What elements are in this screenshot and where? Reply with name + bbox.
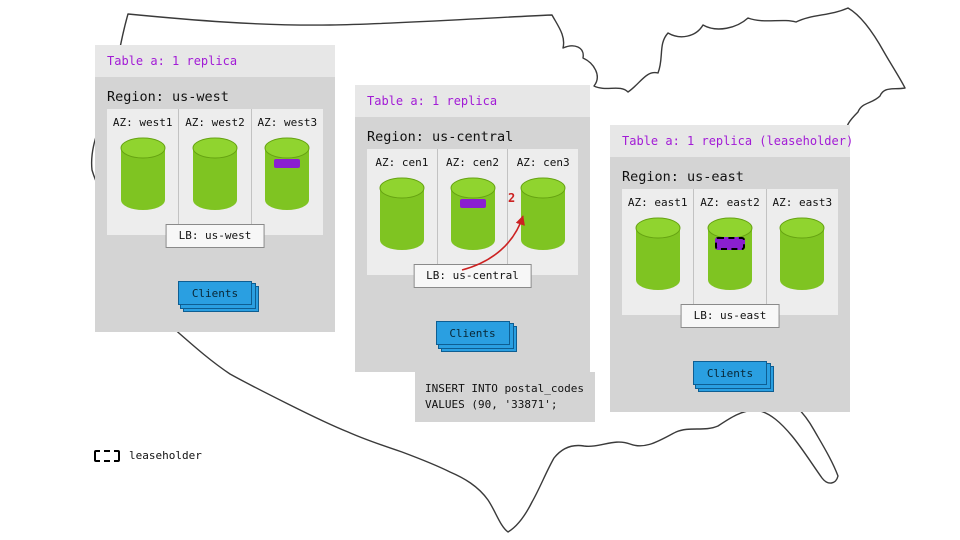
az-label: AZ: cen1 [375, 156, 429, 169]
load-balancer-us-central: LB: us-central [413, 264, 532, 288]
replica-node [520, 177, 566, 251]
sql-statement: INSERT INTO postal_codes VALUES (90, '33… [415, 372, 595, 422]
panel-header: Table a: 1 replica [355, 85, 590, 117]
az-column-east2: AZ: east2 [694, 189, 767, 315]
table-replica-label: Table a: 1 replica [107, 54, 238, 68]
az-column-east1: AZ: east1 [622, 189, 695, 315]
panel-header: Table a: 1 replica [95, 45, 335, 77]
arrow-step-label: 2 [508, 191, 516, 205]
az-column-west2: AZ: west2 [179, 109, 252, 235]
database-cylinder-icon [779, 217, 825, 290]
sql-line-2: VALUES (90, '33871'; [425, 398, 558, 411]
az-column-cen1: AZ: cen1 [367, 149, 438, 275]
region-title: Region: us-central [367, 129, 514, 145]
range-replica-chip [274, 159, 301, 168]
sql-line-1: INSERT INTO postal_codes [425, 382, 584, 395]
leaseholder-range-chip [714, 237, 745, 250]
region-title: Region: us-west [107, 89, 229, 105]
legend-label: leaseholder [129, 449, 202, 462]
replica-node [450, 177, 496, 251]
database-cylinder-icon [450, 177, 495, 250]
replica-node [264, 137, 310, 211]
legend-leaseholder: leaseholder [94, 449, 202, 462]
replica-node [379, 177, 425, 251]
az-column-cen3: AZ: cen3 [508, 149, 578, 275]
replica-node [192, 137, 238, 211]
az-label: AZ: west1 [112, 116, 173, 129]
az-column-west3: AZ: west3 [252, 109, 323, 235]
database-cylinder-icon [264, 137, 310, 210]
clients-button[interactable]: Clients [178, 281, 252, 305]
database-cylinder-icon [192, 137, 238, 210]
az-label: AZ: west2 [185, 116, 245, 129]
leaseholder-swatch-icon [94, 449, 120, 462]
az-column-east3: AZ: east3 [767, 189, 838, 315]
az-column-west1: AZ: west1 [107, 109, 180, 235]
database-cylinder-icon [520, 177, 566, 250]
clients-button[interactable]: Clients [435, 321, 510, 345]
az-column-cen2: AZ: cen2 [438, 149, 509, 275]
range-replica-chip [459, 199, 486, 208]
table-replica-label: Table a: 1 replica [367, 94, 498, 108]
az-label: AZ: east3 [772, 196, 833, 209]
replica-node [779, 217, 825, 291]
database-cylinder-icon [379, 177, 425, 250]
az-label: AZ: east1 [627, 196, 688, 209]
table-replica-label: Table a: 1 replica (leaseholder) [622, 134, 854, 148]
az-label: AZ: cen2 [446, 156, 499, 169]
az-label: AZ: cen3 [516, 156, 570, 169]
region-title: Region: us-east [622, 169, 744, 185]
az-container: AZ: cen1 AZ: cen2 [367, 149, 578, 275]
az-label: AZ: east2 [700, 196, 760, 209]
az-container: AZ: east1 AZ: east2 [622, 189, 838, 315]
load-balancer-us-west: LB: us-west [165, 224, 265, 248]
replica-node [707, 217, 753, 291]
database-cylinder-icon [120, 137, 166, 210]
region-panel-us-west: Table a: 1 replica Region: us-west AZ: w… [95, 45, 335, 332]
panel-header: Table a: 1 replica (leaseholder) [610, 125, 854, 157]
database-cylinder-icon [707, 217, 753, 290]
region-panel-us-central: Table a: 1 replica Region: us-central AZ… [355, 85, 590, 372]
replica-node [635, 217, 681, 291]
az-label: AZ: west3 [257, 116, 318, 129]
clients-button[interactable]: Clients [693, 361, 767, 385]
az-container: AZ: west1 AZ: west2 [107, 109, 323, 235]
load-balancer-us-east: LB: us-east [680, 304, 780, 328]
region-panel-us-east: Table a: 1 replica (leaseholder) Region:… [610, 125, 854, 412]
database-cylinder-icon [635, 217, 681, 290]
replica-node [120, 137, 166, 211]
